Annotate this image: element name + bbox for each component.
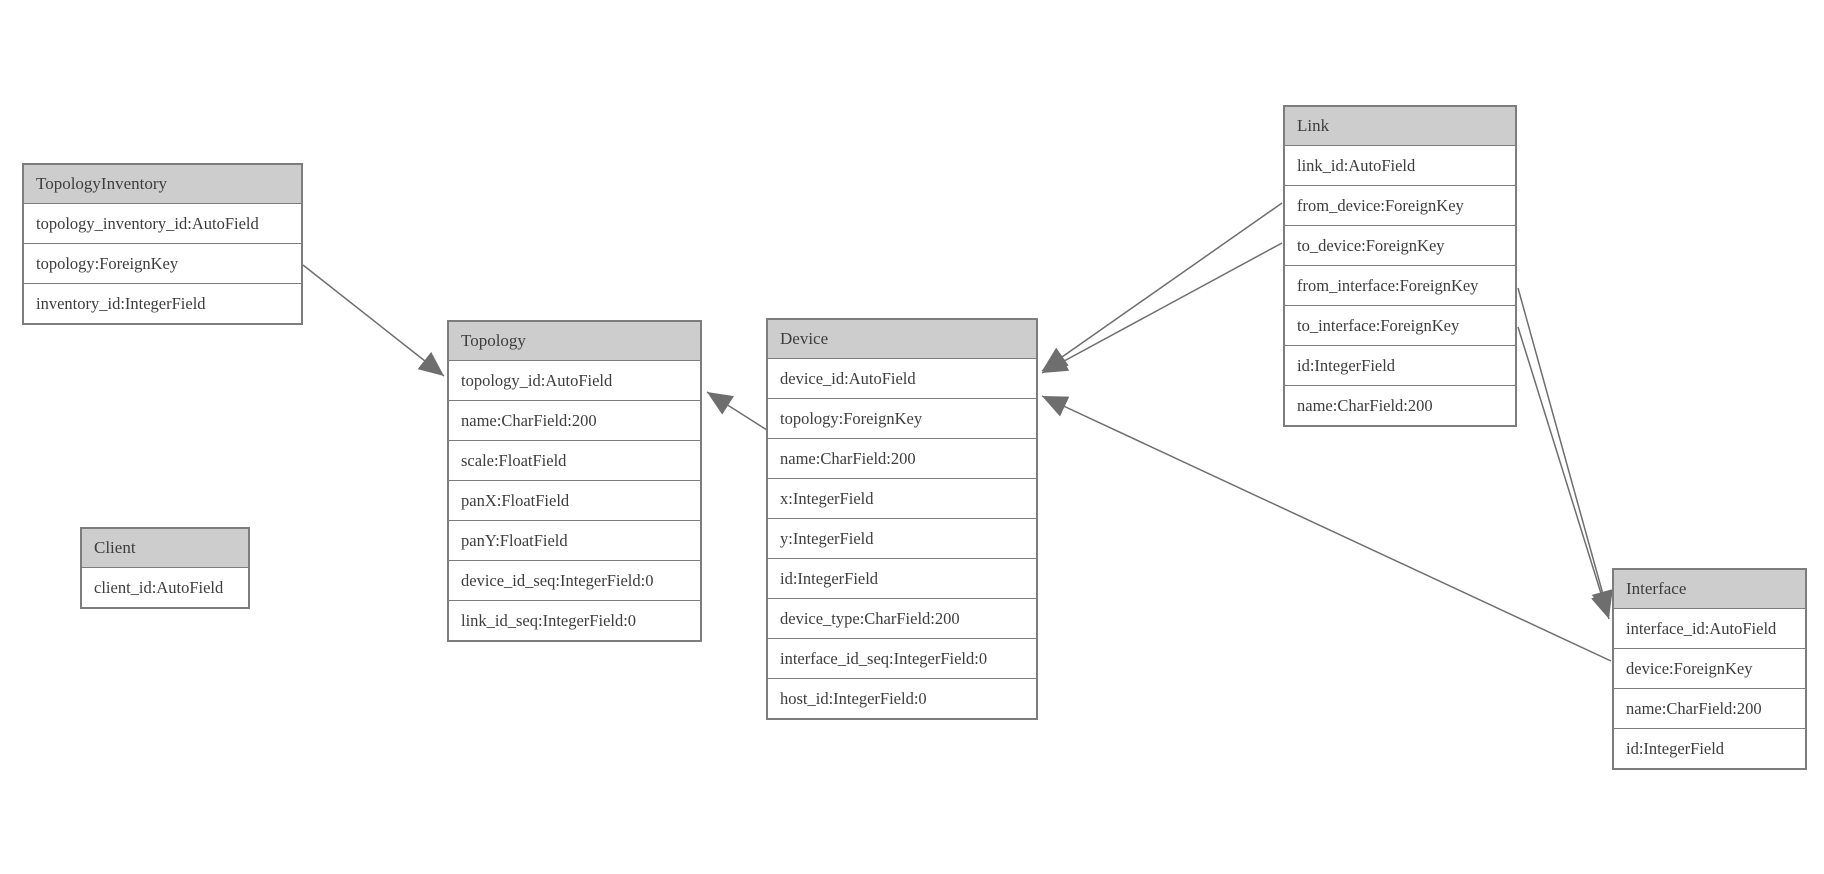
field-row-interface: interface_id:AutoField <box>1614 608 1805 648</box>
entity-field-list: client_id:AutoField <box>82 567 248 607</box>
relation-link-to_device-to-device <box>1041 242 1283 374</box>
field-row-topology: link_id_seq:IntegerField:0 <box>449 600 700 640</box>
relation-link-from_device-to-device <box>1041 202 1283 372</box>
field-row-topology: device_id_seq:IntegerField:0 <box>449 560 700 600</box>
relation-topologyinventory-topology-to-topology <box>302 264 445 377</box>
relation-device-topology-to-topology <box>706 391 768 431</box>
field-row-device: name:CharField:200 <box>768 438 1036 478</box>
field-row-interface: device:ForeignKey <box>1614 648 1805 688</box>
field-row-device: device_id:AutoField <box>768 358 1036 398</box>
entity-title-device: Device <box>768 320 1036 358</box>
field-row-device: device_type:CharField:200 <box>768 598 1036 638</box>
field-row-client: client_id:AutoField <box>82 567 248 607</box>
field-row-link: name:CharField:200 <box>1285 385 1515 425</box>
field-row-device: topology:ForeignKey <box>768 398 1036 438</box>
relation-link-to_interface-to-interface <box>1517 326 1613 620</box>
relation-interface-device-to-device <box>1041 395 1612 662</box>
entity-title-interface: Interface <box>1614 570 1805 608</box>
field-row-topology: topology_id:AutoField <box>449 360 700 400</box>
entity-title-topology: Topology <box>449 322 700 360</box>
entity-topology-inventory: TopologyInventory topology_inventory_id:… <box>22 163 303 325</box>
entity-title-topology-inventory: TopologyInventory <box>24 165 301 203</box>
field-row-interface: id:IntegerField <box>1614 728 1805 768</box>
field-row-topology: name:CharField:200 <box>449 400 700 440</box>
field-row-interface: name:CharField:200 <box>1614 688 1805 728</box>
entity-client: Client client_id:AutoField <box>80 527 250 609</box>
field-row-topology-inventory: inventory_id:IntegerField <box>24 283 301 323</box>
field-row-link: id:IntegerField <box>1285 345 1515 385</box>
field-row-topology: panX:FloatField <box>449 480 700 520</box>
field-row-link: from_interface:ForeignKey <box>1285 265 1515 305</box>
field-row-topology: scale:FloatField <box>449 440 700 480</box>
field-row-device: id:IntegerField <box>768 558 1036 598</box>
entity-title-link: Link <box>1285 107 1515 145</box>
field-row-link: to_device:ForeignKey <box>1285 225 1515 265</box>
field-row-device: host_id:IntegerField:0 <box>768 678 1036 718</box>
field-row-topology: panY:FloatField <box>449 520 700 560</box>
field-row-device: x:IntegerField <box>768 478 1036 518</box>
relation-link-from_interface-to-interface <box>1517 287 1613 617</box>
entity-title-client: Client <box>82 529 248 567</box>
field-row-topology-inventory: topology:ForeignKey <box>24 243 301 283</box>
field-row-device: interface_id_seq:IntegerField:0 <box>768 638 1036 678</box>
field-row-topology-inventory: topology_inventory_id:AutoField <box>24 203 301 243</box>
field-row-link: to_interface:ForeignKey <box>1285 305 1515 345</box>
field-row-link: link_id:AutoField <box>1285 145 1515 185</box>
field-row-device: y:IntegerField <box>768 518 1036 558</box>
field-row-link: from_device:ForeignKey <box>1285 185 1515 225</box>
